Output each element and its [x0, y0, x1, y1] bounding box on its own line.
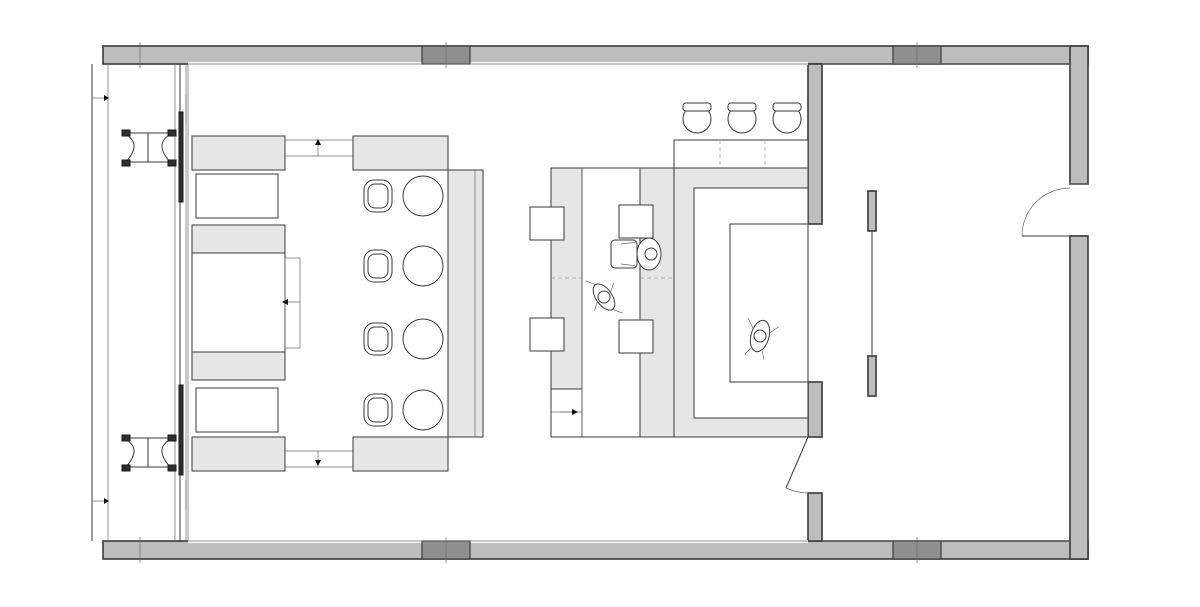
entry-door	[1021, 183, 1088, 237]
exterior-wall	[102, 45, 1089, 560]
side-table	[191, 173, 301, 433]
person-seated	[610, 237, 662, 271]
counter	[550, 167, 675, 438]
direction-arrow-icon	[282, 139, 321, 467]
tripod-icon	[121, 129, 177, 167]
person-walking	[585, 280, 623, 314]
inner-door	[785, 436, 809, 494]
interior-window	[867, 190, 877, 397]
tripod-icon	[121, 434, 177, 472]
armchair	[363, 179, 393, 427]
person-standing	[744, 318, 780, 360]
round-table	[402, 175, 444, 431]
bar-stool	[529, 204, 654, 354]
direction-arrow-icon	[92, 95, 109, 504]
guide-lines	[187, 63, 1070, 542]
direction-arrow-icon	[560, 409, 578, 415]
counter	[673, 139, 809, 438]
bar-stool	[682, 102, 802, 134]
left-glazing	[91, 64, 187, 541]
